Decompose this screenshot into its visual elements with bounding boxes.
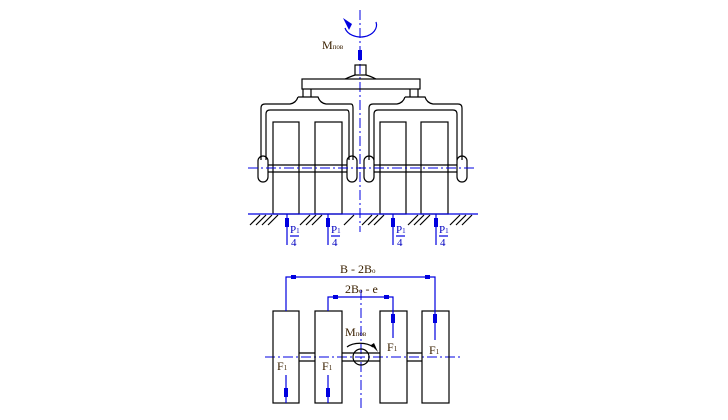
svg-text:F1: F1 [387, 340, 398, 354]
svg-text:4: 4 [440, 237, 446, 249]
left-axlebox [257, 155, 269, 183]
dimension-outer-label: B - 2Bo [340, 262, 376, 276]
moment-arc-icon [344, 21, 378, 38]
moment-arc-icon [346, 342, 374, 348]
svg-text:4: 4 [332, 237, 338, 249]
dimension-inner [327, 296, 394, 311]
moment-label: Mпов [345, 325, 367, 339]
force-arrow: F1 [429, 311, 440, 357]
wheel-loads: P14 P14 P14 P14 [285, 214, 449, 249]
moment-arrowhead-icon [343, 18, 352, 30]
svg-text:4: 4 [397, 237, 403, 249]
top-view: Mпов P14 P14 P14 [248, 10, 478, 249]
load-arrow: P14 [326, 214, 341, 249]
right-frame [368, 96, 463, 160]
svg-text:F1: F1 [322, 359, 333, 373]
svg-text:F1: F1 [429, 343, 440, 357]
kingpin [354, 64, 367, 76]
pivot-circle [352, 348, 370, 366]
svg-text:F1: F1 [277, 359, 288, 373]
svg-text:P1: P1 [396, 224, 406, 236]
load-arrow: P14 [434, 214, 449, 249]
plan-view: Mпов B - 2Bo 2Bo - e F1 F1 F1 F1 [265, 262, 460, 410]
load-arrow: P14 [391, 214, 406, 249]
bolster-beam [301, 78, 421, 90]
svg-text:4: 4 [291, 237, 297, 249]
svg-text:P1: P1 [439, 224, 449, 236]
svg-text:P1: P1 [290, 224, 300, 236]
svg-text:P1: P1 [331, 224, 341, 236]
ground-hatching [249, 214, 473, 226]
dimension-outer [285, 276, 436, 311]
moment-label: Mпов [322, 38, 344, 52]
load-arrow: P14 [285, 214, 300, 249]
left-frame [260, 96, 354, 160]
dimension-inner-label: 2Bo - e [345, 282, 378, 296]
force-arrow: F1 [322, 359, 333, 403]
force-arrow: F1 [387, 311, 398, 354]
kingpin-load-arrow [358, 50, 362, 60]
right-axlebox [363, 155, 375, 183]
force-arrow: F1 [277, 359, 288, 403]
